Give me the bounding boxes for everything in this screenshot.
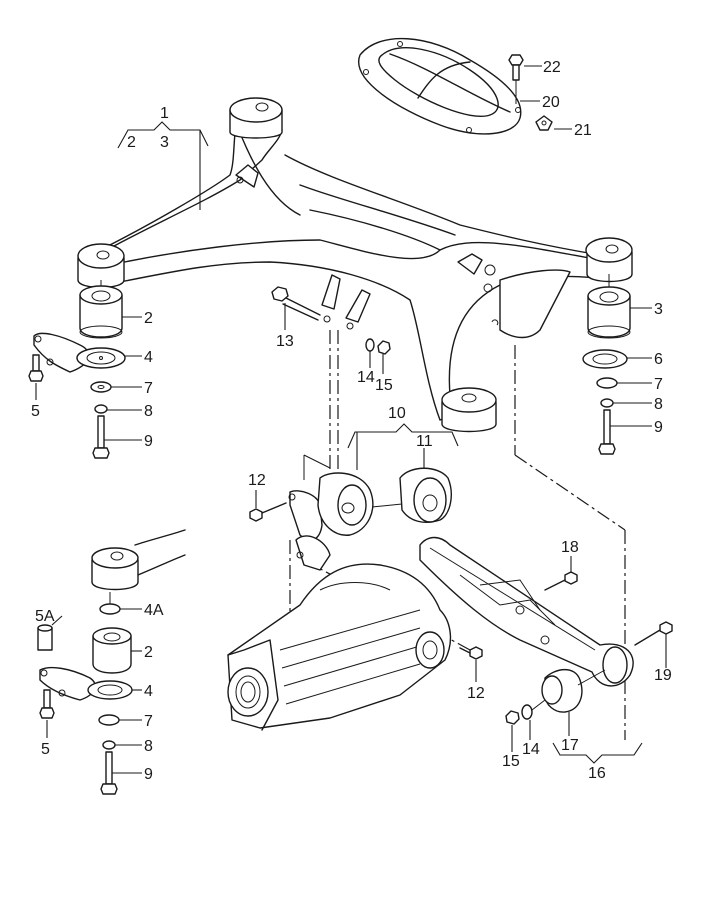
bolt-9-right	[598, 409, 616, 455]
subframe-mount-rear-right	[441, 387, 497, 433]
nut-8-lower	[102, 740, 116, 750]
washer-7-upper	[90, 381, 112, 393]
bolt-22	[508, 54, 524, 104]
washer-4-upper	[76, 347, 126, 369]
nut-15-top	[377, 340, 391, 355]
callout-1-sub-2: 2	[127, 134, 136, 151]
callout-12-lower: 12	[467, 685, 485, 702]
callout-20: 20	[542, 94, 560, 111]
callout-5-upper: 5	[31, 403, 40, 420]
callout-3-right: 3	[654, 301, 663, 318]
callout-4A: 4A	[144, 602, 164, 619]
bolt-9-lower	[100, 751, 118, 795]
callout-5A: 5A	[35, 608, 55, 625]
subframe-mount-rear-left	[229, 97, 283, 139]
washer-14-top	[365, 338, 375, 352]
subframe-mount-front-left	[77, 243, 125, 289]
mount-10-bracket	[288, 472, 374, 541]
bushing-2-lower	[92, 627, 132, 674]
washer-7-right	[596, 377, 618, 389]
callout-22: 22	[543, 59, 561, 76]
washer-14-bottom	[521, 704, 533, 720]
callout-2-lower: 2	[144, 644, 153, 661]
callout-15-upper: 15	[375, 377, 393, 394]
nut-8-right	[600, 398, 614, 408]
callout-11: 11	[416, 433, 433, 450]
bolt-12-upper	[249, 502, 287, 522]
callout-13: 13	[276, 333, 294, 350]
callout-7-right: 7	[654, 376, 663, 393]
nut-8-upper	[94, 404, 108, 414]
bolt-9-upper	[92, 415, 110, 459]
callout-2-upper: 2	[144, 310, 153, 327]
subframe-mount-front-right	[585, 237, 633, 283]
callout-8-right: 8	[654, 396, 663, 413]
washer-4A	[99, 603, 121, 615]
bushing-2-upper	[79, 285, 123, 339]
callout-7-lower: 7	[144, 713, 153, 730]
bushing-3	[587, 286, 631, 339]
spacer-5A	[37, 624, 53, 651]
bolt-5-upper	[28, 354, 44, 382]
callout-9-right: 9	[654, 419, 663, 436]
callout-4-lower: 4	[144, 683, 153, 700]
callout-9-upper: 9	[144, 433, 153, 450]
bolt-12-lower	[459, 646, 483, 660]
washer-6	[582, 349, 628, 369]
callout-12-upper: 12	[248, 472, 266, 489]
clip-21	[535, 115, 553, 131]
callout-14-lower: 14	[522, 741, 540, 758]
callout-17: 17	[561, 737, 579, 754]
washer-4-lower	[87, 680, 133, 700]
bolt-5-lower	[39, 689, 55, 719]
final-drive-housing	[227, 535, 452, 731]
callout-21: 21	[574, 122, 592, 139]
rear-subframe	[84, 111, 601, 421]
callout-8-upper: 8	[144, 403, 153, 420]
callout-4-upper: 4	[144, 349, 153, 366]
callout-10: 10	[388, 405, 406, 422]
callout-16: 16	[588, 765, 606, 782]
callout-7-upper: 7	[144, 380, 153, 397]
callout-6-right: 6	[654, 351, 663, 368]
callout-5-lower: 5	[41, 741, 50, 758]
callout-1: 1	[160, 105, 169, 122]
bolt-13	[271, 286, 321, 321]
bolt-18	[544, 571, 578, 591]
washer-7-lower	[98, 714, 120, 726]
subframe-mount-detail	[91, 529, 186, 591]
callout-1-sub-3: 3	[160, 134, 169, 151]
bolt-19	[634, 621, 673, 646]
callout-14-upper: 14	[357, 369, 375, 386]
callout-8-lower: 8	[144, 738, 153, 755]
callout-19: 19	[654, 667, 672, 684]
callout-9-lower: 9	[144, 766, 153, 783]
nut-15-bottom	[505, 710, 520, 725]
callout-15-lower: 15	[502, 753, 520, 770]
mount-11	[399, 467, 452, 523]
crossmember-arm-16	[419, 536, 634, 687]
heat-shield-cover	[358, 37, 522, 135]
bushing-17	[541, 668, 606, 713]
callout-18: 18	[561, 539, 579, 556]
